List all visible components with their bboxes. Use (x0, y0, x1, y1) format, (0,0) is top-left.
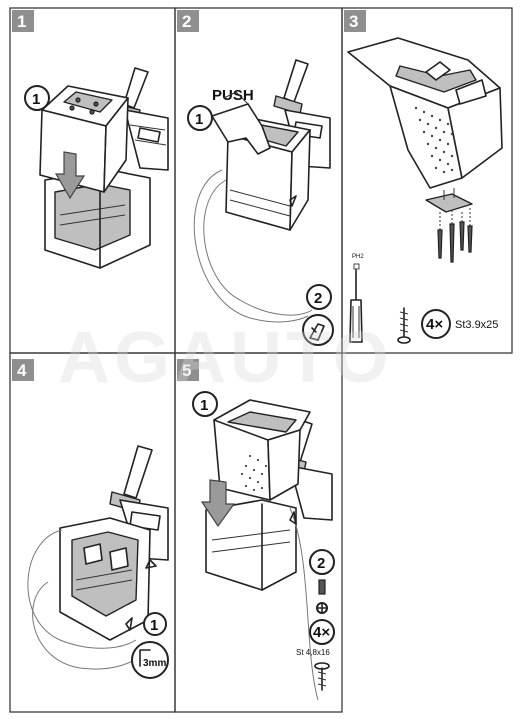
screw-spec: St3.9x25 (455, 319, 498, 331)
motion-curve (289, 507, 319, 701)
step-1-callout-1: 1 (24, 85, 50, 111)
svg-text:1: 1 (32, 91, 40, 108)
mounting-bracket-icon (425, 188, 473, 213)
console-base-icon (205, 499, 297, 591)
screw-icon (397, 307, 411, 344)
allen-key-label: 3mm (143, 658, 166, 669)
center-console-icon (289, 465, 333, 521)
step-4-callout-1: 1 (143, 612, 167, 636)
pry-tool-icon (302, 314, 334, 346)
step-5-callout-1: 1 (192, 391, 218, 417)
svg-text:1: 1 (150, 617, 158, 634)
arrow-down-icon (200, 479, 236, 528)
screwdriver-icon: PH2 (349, 254, 364, 343)
step-5-callout-2: 2 (309, 549, 335, 575)
screw-set-icon (437, 208, 473, 263)
svg-text:4×: 4× (426, 316, 443, 333)
step-5-number: 5 (182, 361, 191, 380)
motion-curve (27, 529, 137, 649)
screw-count-badge: 4× (421, 309, 451, 339)
step-5-panel: 5 1 (174, 352, 343, 713)
bolt-icon (316, 579, 328, 614)
screw-count-badge: 4× (309, 619, 335, 645)
texture-dots (414, 106, 454, 174)
armrest-icon (39, 85, 129, 193)
push-label: PUSH (212, 87, 254, 104)
step-2-callout-2: 2 (306, 284, 332, 310)
step-4-number: 4 (17, 361, 27, 380)
step-2-number: 2 (182, 12, 191, 31)
step-4-panel: 4 1 3mm (9, 352, 176, 713)
armrest-icon (347, 37, 503, 189)
svg-text:2: 2 (314, 290, 322, 307)
allen-key-icon: 3mm (131, 641, 169, 679)
step-1-panel: 1 1 (9, 7, 176, 354)
step-1-number: 1 (17, 12, 26, 31)
watermark: AGAUTO (58, 318, 393, 398)
svg-text:2: 2 (317, 555, 325, 572)
step-2-callout-1: 1 (187, 105, 213, 131)
gear-shifter-icon (273, 59, 309, 115)
arrow-down-icon (54, 151, 86, 200)
svg-text:1: 1 (195, 111, 203, 128)
step-2-panel: 2 PUSH 1 (174, 7, 343, 354)
screwdriver-label: PH2 (352, 254, 364, 260)
texture-dots (240, 454, 268, 492)
motion-curve (203, 179, 313, 316)
console-base-icon (59, 517, 151, 641)
svg-text:4×: 4× (313, 624, 330, 641)
push-hand-icon (211, 91, 271, 155)
svg-text:1: 1 (200, 397, 208, 414)
center-console-icon (124, 109, 169, 171)
step-3-panel: 3 (341, 7, 513, 354)
screw-spec: St 4,8x16 (296, 648, 330, 657)
armrest-icon (213, 399, 311, 501)
step-3-number: 3 (349, 12, 358, 31)
screw-icon (314, 662, 330, 691)
